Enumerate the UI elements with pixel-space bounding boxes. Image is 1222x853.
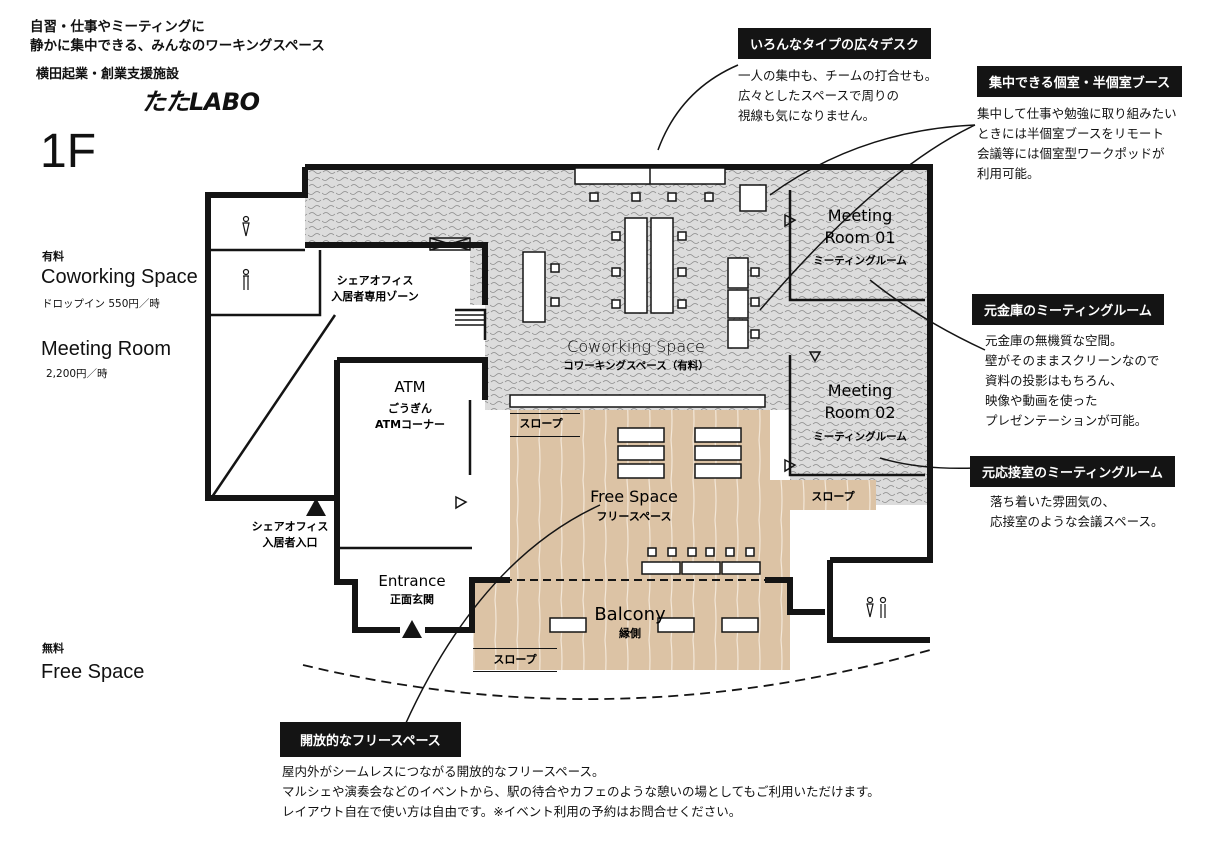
- door-arrow-meeting02-side: [784, 458, 797, 473]
- share-entry-arrow: [306, 498, 326, 516]
- meeting-room-02-area: [790, 355, 925, 475]
- balcony-label-en: Balcony: [594, 604, 666, 625]
- balcony-label-ja: 縁側: [619, 626, 641, 640]
- callout-desk-line: 広々としたスペースで周りの: [738, 88, 900, 103]
- slope-box-1: [510, 413, 580, 437]
- atm-label-en: ATM: [394, 378, 425, 396]
- coworking-label-ja: コワーキングスペース（有料）: [563, 359, 708, 372]
- door-arrow-meeting02: [808, 351, 822, 363]
- tagline-line-2: 静かに集中できる、みんなのワーキングスペース: [30, 38, 325, 54]
- slope-label-2: スロープ: [811, 489, 855, 503]
- free-space-area: [473, 410, 876, 670]
- meeting1-label-en-1: Meeting: [828, 206, 893, 225]
- entrance-label-en: Entrance: [378, 572, 445, 590]
- callout-booth-line: 集中して仕事や勉強に取り組みたい: [977, 106, 1177, 121]
- meeting1-label-en-2: Room 01: [824, 228, 895, 247]
- door-arrow-atm: [455, 495, 468, 510]
- callout-booth-body: 集中して仕事や勉強に取り組みたい ときには半個室ブースをリモート 会議等には個室…: [977, 104, 1177, 184]
- slope-label-3: スロープ: [493, 652, 537, 666]
- callout-free-line: マルシェや演奏会などのイベントから、駅の待合やカフェのような憩いの場としてもご利…: [282, 784, 880, 799]
- callout-desk-line: 一人の集中も、チームの打合せも。: [738, 68, 938, 83]
- callout-booth-line: ときには半個室ブースをリモート: [977, 126, 1164, 141]
- free-label: 無料: [42, 642, 64, 655]
- restroom-icons: [242, 215, 887, 618]
- callout-reception-line: 応接室のような会議スペース。: [990, 514, 1164, 529]
- callout-free-title: 開放的なフリースペース: [280, 722, 461, 757]
- walls: [205, 164, 933, 643]
- callout-free-line: レイアウト自在で使い方は自由です。※イベント利用の予約はお問合せください。: [282, 804, 742, 819]
- callout-desk-title: いろんなタイプの広々デスク: [738, 28, 932, 59]
- slope-label-1: スロープ: [519, 416, 563, 430]
- slope-box-3: [473, 648, 557, 672]
- coworking-desks: [509, 167, 767, 408]
- floor-label: 1F: [40, 125, 97, 178]
- legend-free-title: Free Space: [41, 661, 145, 683]
- share-office-label-1: シェアオフィス: [337, 274, 414, 287]
- atm-label-ja-2: ATMコーナー: [375, 418, 445, 431]
- free-label-ja: フリースペース: [596, 510, 671, 523]
- callout-vault-line: 壁がそのままスクリーンなので: [985, 353, 1160, 368]
- callout-booth-line: 会議等には個室型ワークポッドが: [977, 146, 1165, 161]
- logo: たたLABO: [142, 88, 260, 116]
- callout-booth-line: 利用可能。: [977, 166, 1040, 181]
- legend-coworking-price: ドロップイン 550円／時: [42, 298, 160, 310]
- legend-coworking-title: Coworking Space: [41, 266, 198, 288]
- callout-free-body: 屋内外がシームレスにつながる開放的なフリースペース。 マルシェや演奏会などのイベ…: [282, 762, 880, 822]
- free-space-tables: [549, 427, 761, 633]
- callout-vault-line: 映像や動画を使った: [985, 393, 1098, 408]
- callout-reception-title: 元応接室のミーティングルーム: [970, 456, 1175, 487]
- entrance-arrow: [402, 620, 422, 638]
- door-arrow-meeting01: [784, 213, 797, 228]
- callout-desk-body: 一人の集中も、チームの打合せも。 広々としたスペースで周りの 視線も気になりませ…: [738, 66, 937, 126]
- org-name: 横田起業・創業支援施設: [36, 67, 180, 82]
- callout-reception-line: 落ち着いた雰囲気の、: [990, 494, 1116, 509]
- meeting1-label-ja: ミーティングルーム: [813, 254, 907, 267]
- callout-booth-title: 集中できる個室・半個室ブース: [977, 66, 1183, 97]
- coworking-chairs: [550, 192, 760, 339]
- free-label-en: Free Space: [590, 487, 678, 506]
- share-office-label-2: 入居者専用ゾーン: [331, 289, 418, 303]
- callout-free-line: 屋内外がシームレスにつながる開放的なフリースペース。: [282, 764, 605, 779]
- coworking-label-en: Coworking Space: [567, 337, 705, 356]
- callout-vault-body: 元金庫の無機質な空間。 壁がそのままスクリーンなので 資料の投影はもちろん、 映…: [985, 331, 1159, 431]
- inner-walls: [208, 190, 925, 550]
- paid-label: 有料: [42, 250, 64, 263]
- leader-lines: [404, 64, 986, 726]
- callout-vault-title: 元金庫のミーティングルーム: [972, 294, 1164, 325]
- meeting2-label-en-2: Room 02: [824, 403, 895, 422]
- entrance-label-ja: 正面玄関: [390, 592, 434, 606]
- legend-meeting-price: 2,200円／時: [46, 368, 108, 380]
- callout-vault-line: プレゼンテーションが可能。: [985, 413, 1148, 428]
- callout-reception-body: 落ち着いた雰囲気の、 応接室のような会議スペース。: [990, 492, 1164, 532]
- tagline: 自習・仕事やミーティングに 静かに集中できる、みんなのワーキングスペース: [30, 18, 325, 56]
- callout-desk-line: 視線も気になりません。: [738, 108, 876, 123]
- atm-label-ja-1: ごうぎん: [388, 401, 432, 415]
- meeting2-label-ja: ミーティングルーム: [813, 430, 907, 443]
- callout-vault-line: 資料の投影はもちろん、: [985, 373, 1123, 388]
- legend-meeting-title: Meeting Room: [41, 338, 172, 360]
- share-entry-label-1: シェアオフィス: [252, 520, 329, 533]
- stairs: [429, 237, 485, 326]
- coworking-area: [305, 167, 930, 505]
- tagline-line-1: 自習・仕事やミーティングに: [30, 19, 205, 35]
- share-entry-label-2: 入居者入口: [263, 535, 318, 549]
- meeting2-label-en-1: Meeting: [828, 381, 893, 400]
- callout-vault-line: 元金庫の無機質な空間。: [985, 333, 1123, 348]
